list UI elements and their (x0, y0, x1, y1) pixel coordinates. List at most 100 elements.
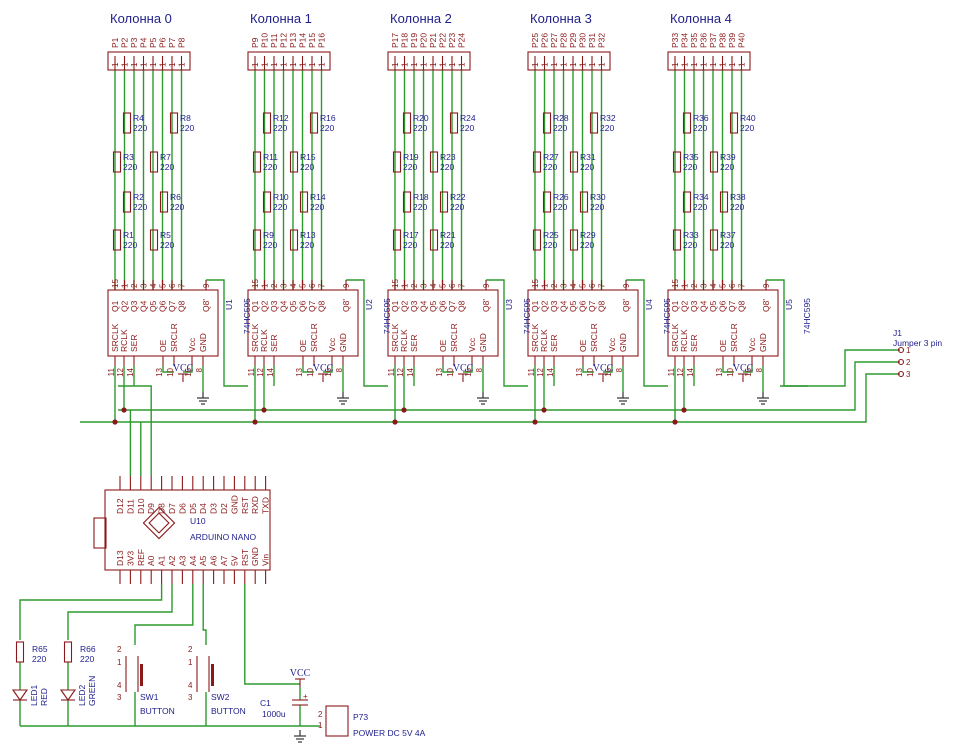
chip-pin-name: Q6 (438, 300, 448, 312)
chip-pin-name: Q5 (708, 300, 718, 312)
chip-pin-number: 2 (550, 283, 559, 288)
button-ref: SW1 (140, 692, 159, 702)
resistor-value: 220 (413, 202, 427, 212)
chip-pin-number: 15 (391, 279, 400, 288)
header-pin-label: P16 (317, 33, 327, 48)
header-pin-label: P31 (587, 33, 597, 48)
header-pin-number: 1 (420, 62, 429, 67)
header-pin-label: P25 (530, 33, 540, 48)
resistor (682, 191, 692, 213)
junction-dot (112, 419, 118, 425)
resistor-ref: R37 (720, 230, 736, 240)
chip-pin-name: SRCLR (729, 323, 739, 352)
chip-pin-name: Q1 (670, 300, 680, 312)
resistor-value: 220 (440, 162, 454, 172)
resistor-value: 220 (440, 240, 454, 250)
resistor-value: 220 (543, 240, 557, 250)
chip-pin-number: 9 (202, 283, 211, 288)
chip-pin-number: 1 (401, 283, 410, 288)
led-color: RED (39, 688, 49, 706)
junction-dot (261, 407, 267, 413)
resistor (569, 151, 579, 173)
chip-pin-name: Vcc (467, 337, 477, 352)
button-pin-number: 2 (188, 645, 193, 654)
resistor-ref: R6 (170, 192, 181, 202)
chip-pin-number: 14 (686, 367, 695, 376)
led-ref: LED2 (77, 684, 87, 706)
chip-pin-number: 9 (622, 283, 631, 288)
header-pin-number: 1 (391, 62, 400, 67)
chip-pin-number: 16 (604, 367, 613, 376)
chip-pin-name: SRCLK (250, 323, 260, 352)
resistor (289, 151, 299, 173)
resistor-value: 220 (263, 240, 277, 250)
arduino-pin-name: D10 (136, 498, 146, 514)
oe-wire (582, 366, 594, 373)
resistor-value: 220 (580, 240, 594, 250)
button-pin-number: 1 (117, 658, 122, 667)
chip-pin-number: 1 (121, 283, 130, 288)
jumper-pin (897, 370, 905, 378)
resistor (429, 229, 439, 251)
header-pin-label: P33 (670, 33, 680, 48)
vcc-wire (323, 366, 333, 373)
chip-pin-name: Q8' (761, 299, 771, 312)
button-pin-number: 4 (117, 681, 122, 690)
chip-pin-name: OE (158, 339, 168, 352)
chip-pin-number: 6 (448, 283, 457, 288)
resistor (672, 151, 682, 173)
header-pin-label: P5 (148, 37, 158, 48)
chip-pin-name: SRCLR (309, 323, 319, 352)
arduino-pin-name: RXD (250, 496, 260, 514)
chip-pin-name: Q8 (737, 300, 747, 312)
chip-pin-number: 7 (458, 283, 467, 288)
chip-pin-number: 3 (280, 283, 289, 288)
resistor (392, 151, 402, 173)
resistor-ref: R8 (180, 113, 191, 123)
arduino-pin-name: D4 (198, 503, 208, 514)
chip-pin-name: SRCLK (670, 323, 680, 352)
vcc-label: VCC (593, 363, 614, 374)
chip-pin-name: Q5 (568, 300, 578, 312)
header-pin-label: P12 (279, 33, 289, 48)
column-title-2: Колонна 2 (390, 11, 452, 26)
arduino-pin-name: RST (240, 497, 250, 514)
chip-pin-name: Q3 (269, 300, 279, 312)
chip-pin-name: GND (618, 333, 628, 352)
header-pin-number: 1 (130, 62, 139, 67)
chip-pin-number: 9 (482, 283, 491, 288)
header-pin-number: 1 (318, 62, 327, 67)
junction-dot (392, 419, 398, 425)
header-pin-number: 1 (280, 62, 289, 67)
chip-pin-number: 10 (586, 367, 595, 376)
chip-pin-number: 12 (536, 367, 545, 376)
chip-pin-number: 2 (270, 283, 279, 288)
header-pin-number: 1 (709, 62, 718, 67)
resistor-value: 220 (273, 123, 287, 133)
resistor-value: 220 (720, 240, 734, 250)
chip-pin-number: 11 (527, 367, 536, 376)
connector-header (247, 51, 331, 71)
resistor-value: 220 (160, 240, 174, 250)
chip-pin-number: 13 (295, 367, 304, 376)
chip-part: 74HC595 (522, 298, 532, 334)
arduino-pin-name: A0 (146, 555, 156, 566)
chip-pin-name: Vcc (327, 337, 337, 352)
header-pin-number: 1 (121, 62, 130, 67)
chip-pin-name: OE (298, 339, 308, 352)
arduino-pin-name: D9 (146, 503, 156, 514)
chip-pin-number: 11 (247, 367, 256, 376)
chip-pin-number: 12 (256, 367, 265, 376)
chip-pin-number: 14 (406, 367, 415, 376)
resistor-value: 220 (180, 123, 194, 133)
resistor-ref: R21 (440, 230, 456, 240)
chip-ref: U3 (504, 299, 514, 310)
resistor-value: 220 (460, 123, 474, 133)
chip-pin-number: 2 (130, 283, 139, 288)
power-connector (325, 705, 349, 737)
arduino-pin-name: D5 (188, 503, 198, 514)
resistor-ref: R24 (460, 113, 476, 123)
resistor-value: 220 (693, 202, 707, 212)
chip-pin-name: Vcc (747, 337, 757, 352)
arduino-pin-name: D13 (115, 550, 125, 566)
